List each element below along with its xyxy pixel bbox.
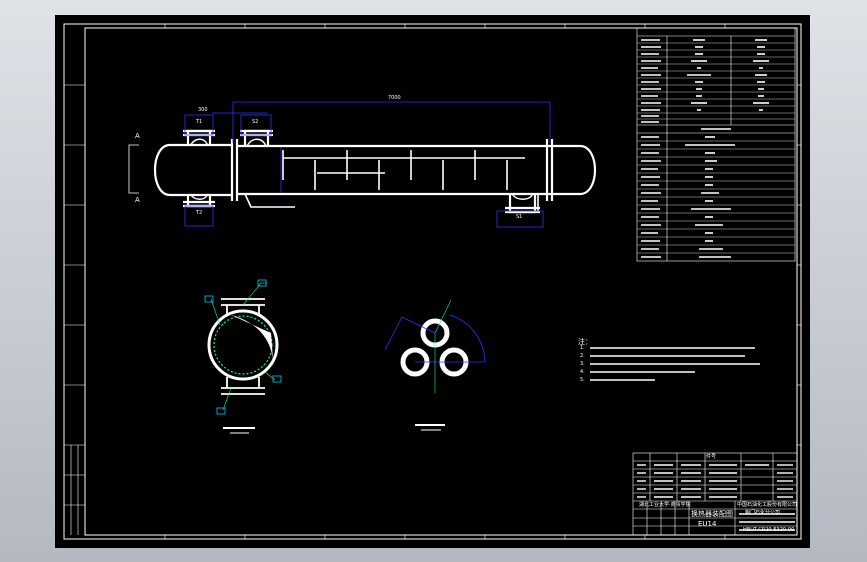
note-4: 4. <box>580 369 585 375</box>
note-5: 5. <box>580 377 585 383</box>
section-mark <box>128 144 139 194</box>
drawing-sheet[interactable]: T1 S2 T2 S1 7000 300 A A 注： 1. 2. 3. 4. … <box>55 15 810 548</box>
outer-border <box>63 23 802 540</box>
tube-layout-detail <box>384 299 486 431</box>
drawing-number: HBUT-CR20-E320-00 <box>743 527 795 533</box>
company-branch: 荆门石化分公司 <box>745 510 781 516</box>
nozzle-label-s1: S1 <box>516 214 523 220</box>
inner-border <box>84 27 798 536</box>
dimension-lines <box>184 101 551 228</box>
notes-lines <box>590 347 760 381</box>
zone-ticks <box>64 24 801 539</box>
drawing-name: 换热器装配图 <box>691 510 733 518</box>
design-data-table <box>636 27 796 262</box>
nozzle-spacing-dimension: 300 <box>198 107 208 113</box>
overall-length-dimension: 7000 <box>388 95 401 101</box>
title-block <box>632 452 798 536</box>
nozzle-label-t2: T2 <box>196 210 203 216</box>
parts-list-header: 件号 <box>706 454 717 460</box>
title-block-text <box>637 464 795 531</box>
note-1: 1. <box>580 345 585 351</box>
section-label-bottom: A <box>135 196 140 204</box>
nozzle-curves <box>189 138 534 200</box>
note-3: 3. <box>580 361 585 367</box>
company-name: 中国石油化工股份有限公司 <box>737 502 798 508</box>
table-rows <box>637 42 795 254</box>
drawing-canvas <box>63 23 802 540</box>
table-text-marks <box>641 39 769 258</box>
notes-heading: 注： <box>578 338 592 346</box>
drawing-code: EU14 <box>698 520 717 528</box>
section-label-top: A <box>135 132 140 140</box>
exchanger-elevation <box>153 129 597 214</box>
nozzle-label-s2: S2 <box>252 119 259 125</box>
nozzle-label-t1: T1 <box>196 119 203 125</box>
cross-section <box>204 279 282 434</box>
note-2: 2. <box>580 353 585 359</box>
school-name: 湖北工业大学·商贸学院 <box>639 502 691 508</box>
left-strip <box>64 445 85 535</box>
